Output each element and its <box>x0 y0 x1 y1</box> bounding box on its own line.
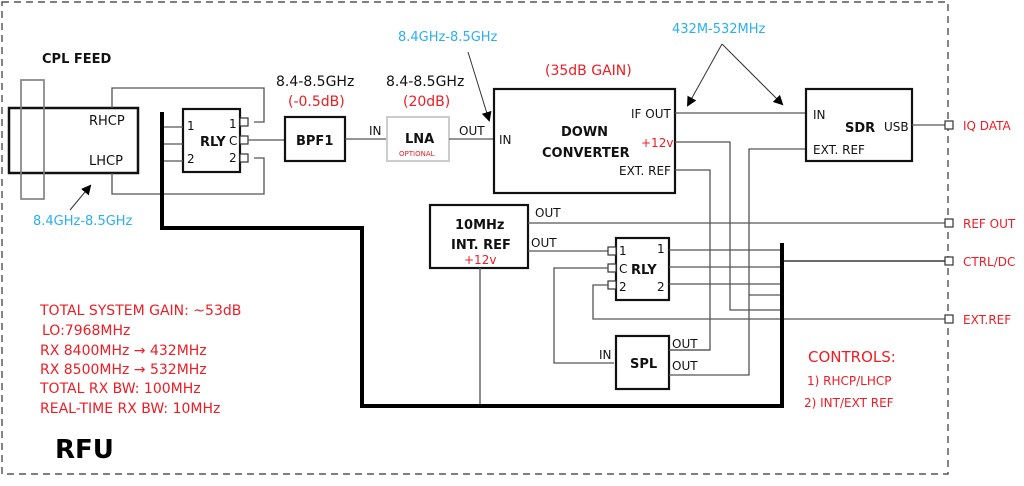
dc-gain: (35dB GAIN) <box>545 63 632 79</box>
feed-body <box>7 106 140 175</box>
lna-optional: OPTIONAL <box>399 150 435 158</box>
lna-in-label: IN <box>369 124 382 138</box>
relay1-pin-l2: 2 <box>187 152 195 166</box>
feed-freq-label: 8.4GHz-8.5GHz <box>33 214 133 229</box>
controls-item: 1) RHCP/LHCP <box>807 374 891 388</box>
controls-item: 2) INT/EXT REF <box>804 396 894 410</box>
lna-out-label: OUT <box>459 124 485 138</box>
wire-relay2-c <box>553 267 614 364</box>
control-bus <box>160 112 784 408</box>
if-arrow-left <box>687 43 723 107</box>
dc-ext-ref: EXT. REF <box>619 164 671 178</box>
relay1-pin-r2: 2 <box>229 151 237 165</box>
dc-if-out: IF OUT <box>631 107 671 121</box>
controls-title: CONTROLS: <box>808 348 896 366</box>
ref-power: +12v <box>464 253 496 267</box>
note-line: TOTAL RX BW: 100MHz <box>39 381 201 397</box>
ref-box <box>428 203 530 270</box>
dc-power: +12v <box>641 136 673 150</box>
lna-freq: 8.4-8.5GHz <box>386 74 464 90</box>
connector-ref-out[interactable] <box>944 218 954 228</box>
sdr-ext-ref: EXT. REF <box>813 143 865 157</box>
relay1-pin-r1: 1 <box>229 117 237 131</box>
relay1-pin-rc: C <box>229 134 237 148</box>
dc-in-freq: 8.4GHz-8.5GHz <box>398 30 498 45</box>
note-line: RX 8400MHz → 432MHz <box>40 343 207 359</box>
connector-ctrl-dc[interactable] <box>944 256 954 266</box>
relay1-label: RLY <box>200 135 226 150</box>
sdr-box <box>804 87 914 163</box>
feed-horn-flange <box>20 79 45 200</box>
relay2-pin-r1: 1 <box>657 242 665 256</box>
feed-port-rhcp: RHCP <box>89 114 125 129</box>
dc-in-arrow <box>467 51 492 122</box>
wire-lhcp <box>111 157 265 195</box>
sdr-in: IN <box>813 108 826 122</box>
ref-label-2: INT. REF <box>451 238 511 253</box>
relay2-pin-l1: 1 <box>619 244 627 258</box>
wire-sdr-extref <box>748 148 806 296</box>
relay1-pin-box <box>239 135 249 145</box>
if-freq-label: 432M-532MHz <box>672 22 766 37</box>
connector-ext-ref[interactable] <box>944 314 954 324</box>
if-arrow-right <box>721 43 784 106</box>
relay1-pin-l1: 1 <box>187 119 195 133</box>
diagram-title: RFU <box>55 435 114 465</box>
dc-in-label: IN <box>499 133 512 147</box>
feed-freq-arrow <box>69 184 92 211</box>
ref-label-1: 10MHz <box>455 218 504 233</box>
splitter-box <box>614 334 671 391</box>
relay2-pin-l2: 2 <box>619 280 627 294</box>
splitter-out1: OUT <box>672 337 698 351</box>
note-line: REAL-TIME RX BW: 10MHz <box>40 401 220 417</box>
wire-relay2-2 <box>592 284 945 320</box>
feed-label: CPL FEED <box>42 52 112 67</box>
bpf-gain: (-0.5dB) <box>288 94 345 110</box>
relay2-label: RLY <box>631 263 657 278</box>
bpf-freq: 8.4-8.5GHz <box>276 74 354 90</box>
note-line: TOTAL SYSTEM GAIN: ~53dB <box>39 303 241 319</box>
ref-out2: OUT <box>531 236 557 250</box>
connector-label-ctrl-dc: CTRL/DC <box>963 255 1015 269</box>
bpf-label: BPF1 <box>296 134 333 149</box>
splitter-out2: OUT <box>672 359 698 373</box>
ref-out1: OUT <box>535 206 561 220</box>
lna-gain: (20dB) <box>403 94 450 110</box>
feed-port-lhcp: LHCP <box>89 154 123 169</box>
rfu-enclosure <box>1 1 949 475</box>
relay2-pin-lc: C <box>619 262 627 276</box>
wire-rhcp <box>111 87 265 123</box>
connector-iq-data[interactable] <box>944 120 954 130</box>
note-line: LO:7968MHz <box>42 323 130 339</box>
downconverter-box <box>492 87 677 195</box>
connector-label-iq-data: IQ DATA <box>963 119 1012 133</box>
note-line: RX 8500MHz → 532MHz <box>40 362 207 378</box>
splitter-in: IN <box>599 348 612 362</box>
wire-dc-power <box>675 141 782 311</box>
splitter-label: SPL <box>630 357 657 372</box>
dc-label-2: CONVERTER <box>542 146 630 161</box>
connector-label-ref-out: REF OUT <box>963 217 1016 231</box>
relay1-pin-box <box>239 117 249 127</box>
lna-label: LNA <box>405 132 434 147</box>
relay1-box <box>181 107 242 174</box>
dc-label-1: DOWN <box>561 125 608 140</box>
sdr-label: SDR <box>845 121 875 136</box>
connector-label-ext-ref: EXT.REF <box>963 313 1011 327</box>
relay1-pin-box <box>239 153 249 163</box>
sdr-usb: USB <box>884 120 909 134</box>
relay2-pin-r2: 2 <box>657 280 665 294</box>
